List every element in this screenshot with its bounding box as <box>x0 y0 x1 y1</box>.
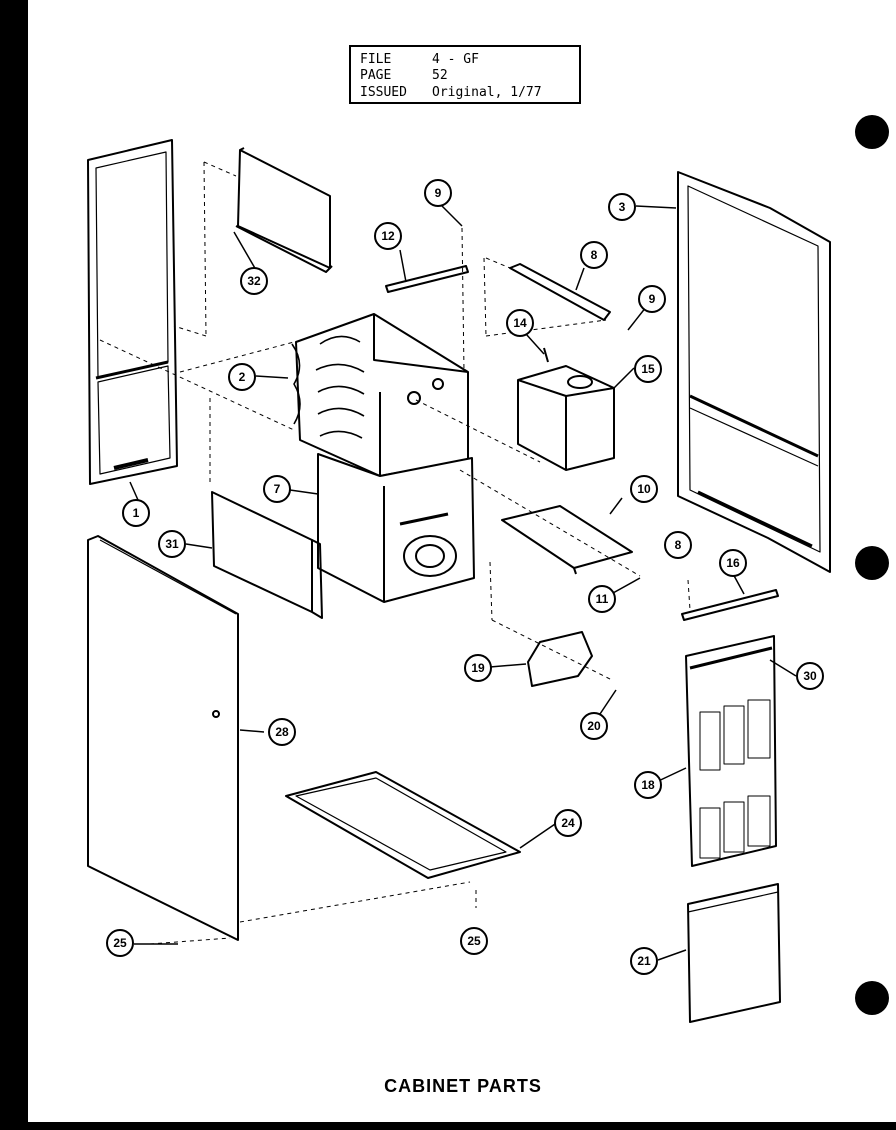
info-issued-value: Original, 1/77 <box>432 85 542 100</box>
info-file-value: 4 - GF <box>432 52 479 67</box>
svg-text:15: 15 <box>641 362 655 376</box>
part-control-box <box>517 347 615 471</box>
svg-text:8: 8 <box>675 538 682 552</box>
svg-text:1: 1 <box>133 506 140 520</box>
svg-text:21: 21 <box>637 954 651 968</box>
callout-14: 14 <box>506 309 534 337</box>
part-louvered-panel <box>685 635 777 867</box>
svg-text:14: 14 <box>513 316 527 330</box>
info-issued-key: ISSUED <box>360 85 407 100</box>
part-burner-box <box>317 453 475 603</box>
callout-11: 11 <box>588 585 616 613</box>
callout-21: 21 <box>630 947 658 975</box>
part-inner-panel <box>211 491 323 619</box>
binder-hole-bottom <box>855 981 889 1015</box>
callout-32: 32 <box>240 267 268 295</box>
part-side-panel-large <box>87 535 239 941</box>
svg-text:2: 2 <box>239 370 246 384</box>
callout-31: 31 <box>158 530 186 558</box>
svg-text:28: 28 <box>275 725 289 739</box>
callout-18: 18 <box>634 771 662 799</box>
binder-hole-middle <box>855 546 889 580</box>
svg-text:30: 30 <box>803 669 817 683</box>
svg-text:9: 9 <box>435 186 442 200</box>
svg-text:9: 9 <box>649 292 656 306</box>
info-file-key: FILE <box>360 52 391 67</box>
callout-15: 15 <box>634 355 662 383</box>
info-box: FILE 4 - GF PAGE 52 ISSUED Original, 1/7… <box>349 45 581 104</box>
binder-hole-top <box>855 115 889 149</box>
callout-3: 3 <box>608 193 636 221</box>
callout-2: 2 <box>228 363 256 391</box>
callout-25-right: 25 <box>460 927 488 955</box>
leader-lines <box>129 203 797 961</box>
svg-text:3: 3 <box>619 200 626 214</box>
assembly-lines <box>99 161 691 945</box>
callout-9-right: 9 <box>638 285 666 313</box>
svg-text:19: 19 <box>471 661 485 675</box>
callout-28: 28 <box>268 718 296 746</box>
part-bracket-8-top <box>509 263 611 321</box>
info-page-key: PAGE <box>360 68 391 83</box>
svg-text:31: 31 <box>165 537 179 551</box>
callout-24: 24 <box>554 809 582 837</box>
svg-text:24: 24 <box>561 816 575 830</box>
callout-9-top: 9 <box>424 179 452 207</box>
svg-text:12: 12 <box>381 229 395 243</box>
part-top-baffle <box>235 147 333 273</box>
callout-25-left: 25 <box>106 929 134 957</box>
callout-8-top: 8 <box>580 241 608 269</box>
part-rail <box>681 589 779 621</box>
info-page-value: 52 <box>432 68 448 83</box>
callout-1: 1 <box>122 499 150 527</box>
part-front-door-frame <box>677 171 831 573</box>
part-bottom-pan <box>285 771 521 879</box>
svg-text:18: 18 <box>641 778 655 792</box>
svg-text:20: 20 <box>587 719 601 733</box>
part-side-panel-left <box>87 139 178 485</box>
callout-30: 30 <box>796 662 824 690</box>
svg-text:7: 7 <box>274 482 281 496</box>
part-lower-door <box>687 883 781 1023</box>
svg-text:25: 25 <box>467 934 481 948</box>
callout-12: 12 <box>374 222 402 250</box>
callout-10: 10 <box>630 475 658 503</box>
callout-16: 16 <box>719 549 747 577</box>
callout-7: 7 <box>263 475 291 503</box>
svg-text:8: 8 <box>591 248 598 262</box>
svg-text:10: 10 <box>637 482 651 496</box>
callouts: 1 2 3 7 8 8 9 9 10 11 12 14 15 16 18 19 … <box>106 179 824 975</box>
svg-text:25: 25 <box>113 936 127 950</box>
page-title: CABINET PARTS <box>384 1076 542 1096</box>
part-bracket-12 <box>385 265 469 293</box>
callout-8-right: 8 <box>664 531 692 559</box>
svg-text:16: 16 <box>726 556 740 570</box>
callout-20: 20 <box>580 712 608 740</box>
svg-text:11: 11 <box>596 592 609 606</box>
svg-text:32: 32 <box>247 274 261 288</box>
callout-19: 19 <box>464 654 492 682</box>
